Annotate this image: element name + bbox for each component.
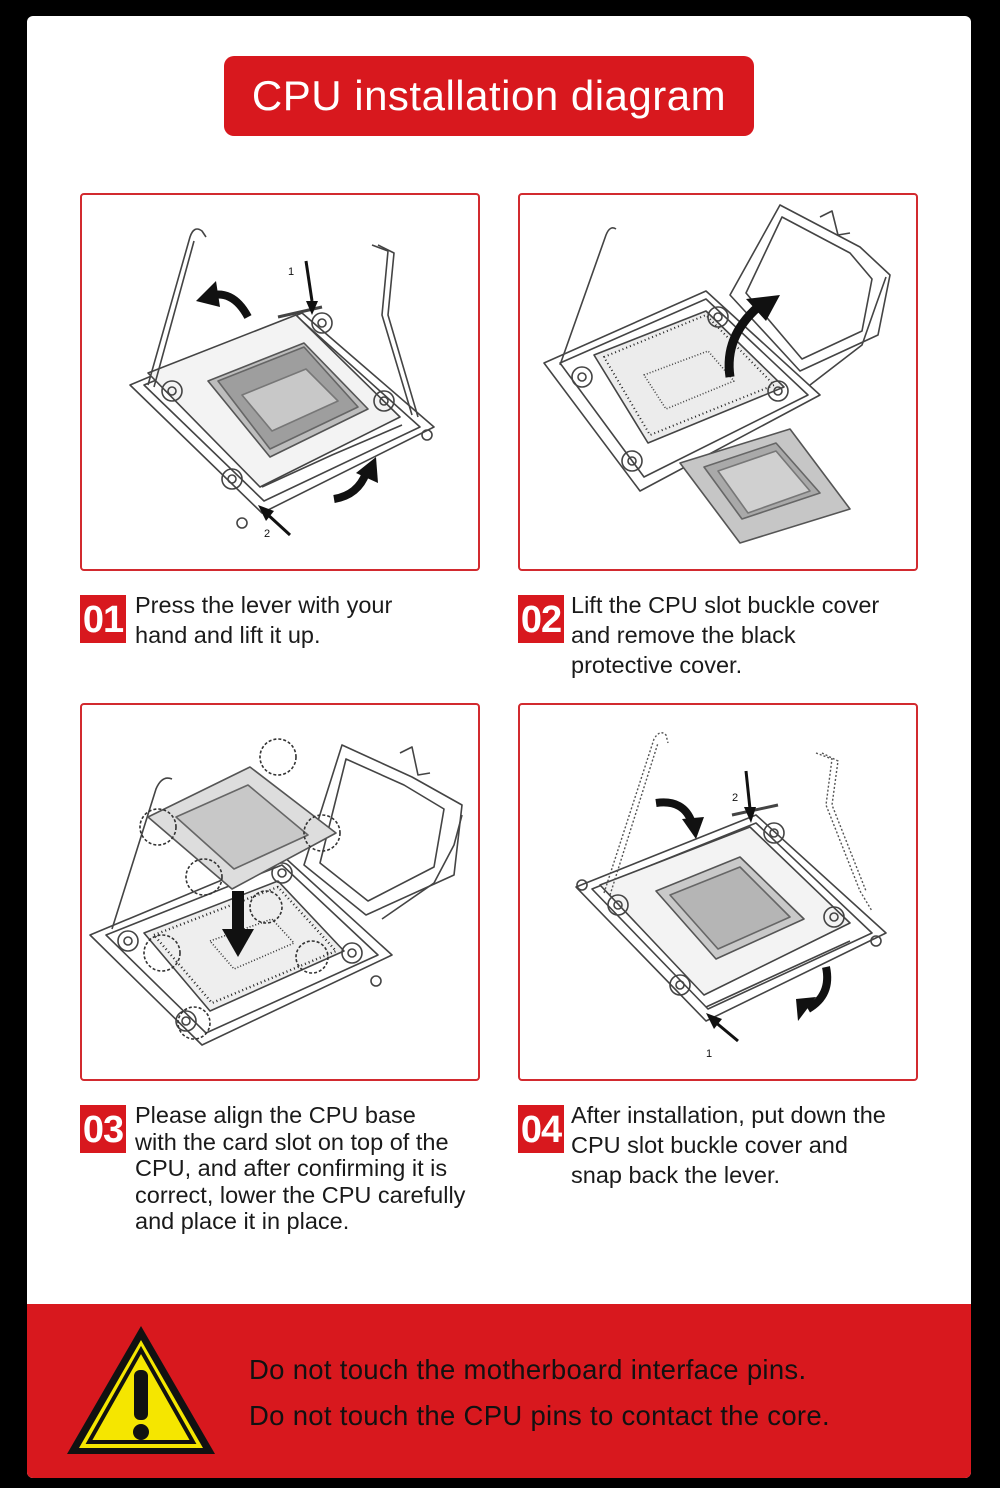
step-2-text: Lift the CPU slot buckle cover and remov…	[571, 592, 880, 678]
callout-1-label: 1	[288, 266, 294, 278]
step-3-text: Please align the CPU base with the card …	[135, 1102, 466, 1235]
diagram-panel-4: 2 1	[518, 703, 918, 1081]
step-1-text: Press the lever with your hand and lift …	[135, 592, 393, 648]
warning-line-1: Do not touch the motherboard interface p…	[249, 1354, 807, 1385]
buckle-cover-removal-illustration	[543, 204, 891, 544]
step-number-2: 02	[518, 595, 564, 643]
cpu-alignment-illustration	[89, 738, 463, 1046]
cover-close-lever-snap-illustration: 2 1	[575, 732, 887, 1060]
diagram-panel-3	[80, 703, 480, 1081]
instruction-sheet: CPU installation diagram	[27, 16, 971, 1478]
step-number-4: 04	[518, 1105, 564, 1153]
diagram-panel-2	[518, 193, 918, 571]
step-number-3: 03	[80, 1105, 126, 1153]
diagram-panel-1: 1 2	[80, 193, 480, 571]
callout-2-label: 2	[264, 528, 270, 540]
warning-line-2: Do not touch the CPU pins to contact the…	[249, 1400, 830, 1431]
warning-bar: Do not touch the motherboard interface p…	[27, 1304, 971, 1478]
warning-triangle-icon	[67, 1326, 215, 1454]
step-number-1: 01	[80, 595, 126, 643]
socket-lever-lift-illustration: 1 2	[129, 228, 435, 540]
callout-2-label: 2	[732, 792, 738, 804]
callout-1-label: 1	[706, 1048, 712, 1060]
step-4-text: After installation, put down the CPU slo…	[571, 1102, 886, 1188]
page-title: CPU installation diagram	[224, 56, 754, 136]
